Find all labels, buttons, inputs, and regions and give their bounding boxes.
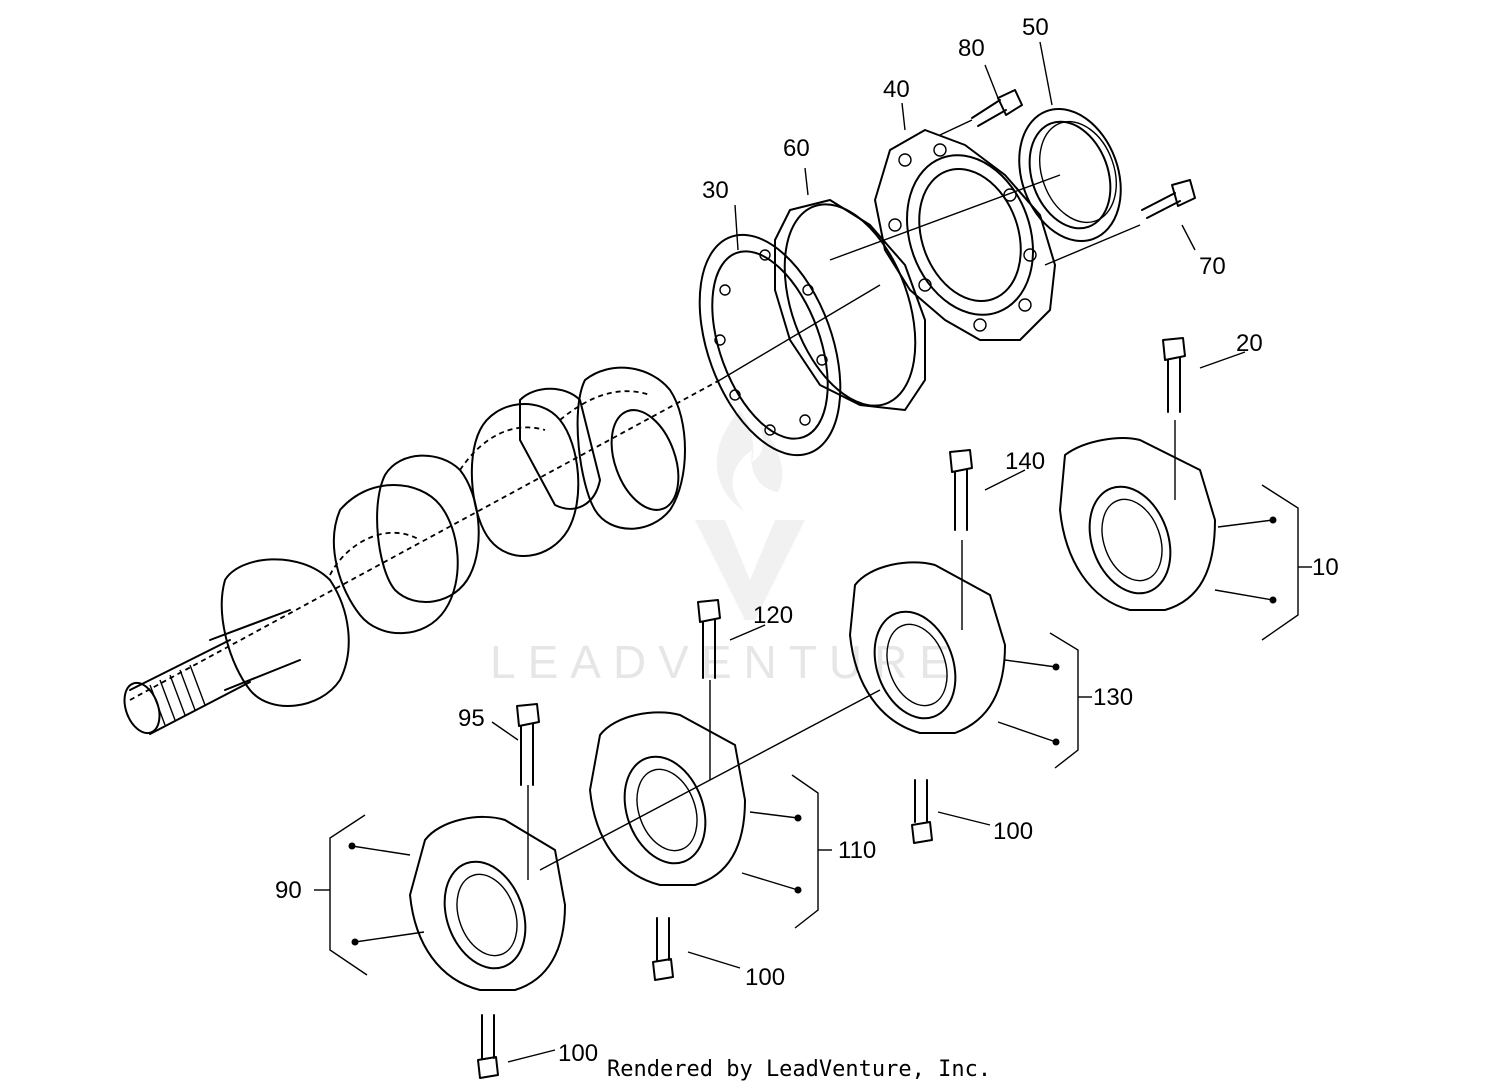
callout-110: 110 [838, 837, 876, 864]
callout-40: 40 [883, 76, 910, 103]
callouts: 10 20 30 40 50 60 70 80 90 95 100 100 10… [275, 14, 1339, 1067]
bearing-cap-10 [1059, 337, 1216, 611]
bearing-cap-110 [539, 599, 881, 981]
callout-80: 80 [958, 35, 985, 62]
bearing-cap-130 [849, 449, 1006, 844]
retainer-40 [829, 129, 1141, 341]
callout-100-c: 100 [558, 1040, 598, 1067]
callout-10: 10 [1312, 554, 1339, 581]
callout-20: 20 [1236, 330, 1263, 357]
leader-lines [314, 41, 1312, 1063]
watermark-text: LEADVENTURE [490, 636, 962, 688]
callout-70: 70 [1199, 253, 1226, 280]
flame-logo-icon [716, 410, 783, 512]
leader-dots [348, 516, 1277, 946]
callout-95: 95 [458, 705, 485, 732]
callout-130: 130 [1093, 684, 1133, 711]
crankshaft [123, 366, 721, 735]
callout-120: 120 [753, 602, 793, 629]
leadventure-watermark: LEADVENTURE [490, 410, 962, 688]
bolt-70 [1141, 179, 1196, 219]
callout-100-b: 100 [745, 964, 785, 991]
bearing-cap-90 [409, 703, 566, 1079]
callout-30: 30 [702, 177, 729, 204]
gasket-60 [719, 199, 926, 411]
callout-50: 50 [1022, 14, 1049, 41]
callout-100-a: 100 [993, 818, 1033, 845]
callout-90: 90 [275, 877, 302, 904]
render-credit: Rendered by LeadVenture, Inc. [607, 1057, 991, 1082]
callout-140: 140 [1005, 448, 1045, 475]
v-logo-icon [695, 520, 805, 620]
oil-seal-50 [1018, 108, 1122, 242]
gasket-30 [698, 233, 842, 457]
bolt-80 [939, 89, 1023, 136]
callout-60: 60 [783, 135, 810, 162]
